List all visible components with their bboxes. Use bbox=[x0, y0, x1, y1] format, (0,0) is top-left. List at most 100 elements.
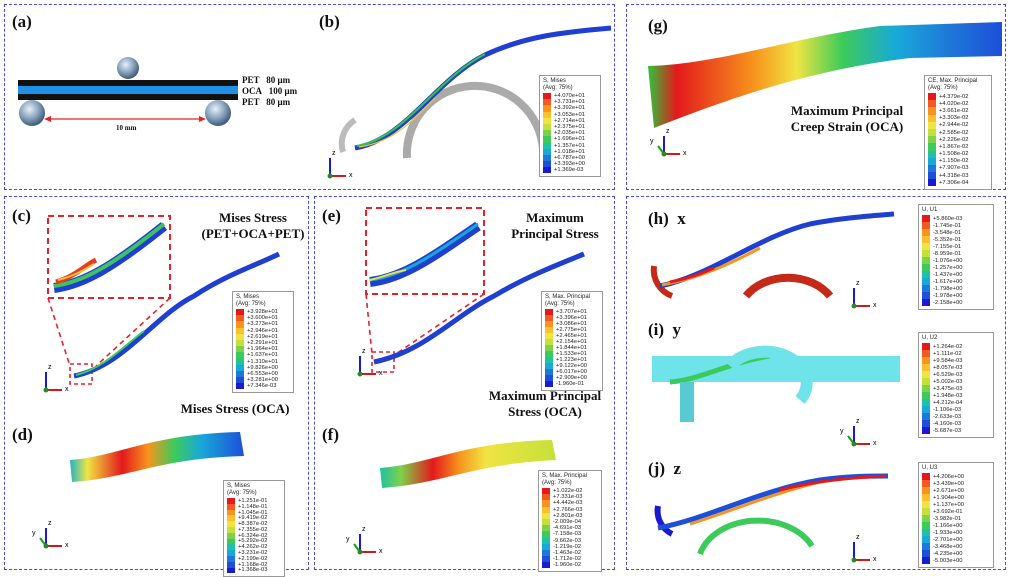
panel-f-title-line2: Stress (OCA) bbox=[508, 404, 582, 419]
legend-row: +1.223e+01 bbox=[542, 357, 602, 363]
legend-row: +3.661e-02 bbox=[925, 107, 991, 115]
legend-row: -7.155e-01 bbox=[919, 243, 993, 250]
axis-label-z: z bbox=[48, 520, 52, 527]
displacement-u2 bbox=[652, 345, 900, 422]
panel-c-title: Mises Stress (PET+OCA+PET) bbox=[200, 210, 306, 242]
legend-value: +9.419e-02 bbox=[238, 515, 268, 522]
legend-swatch bbox=[922, 385, 930, 392]
legend-variable: S, Max. Principal bbox=[545, 294, 591, 300]
legend-swatch bbox=[236, 333, 244, 340]
legend-value: -1.712e-02 bbox=[553, 556, 582, 563]
legend-value: -8.959e-01 bbox=[933, 250, 962, 257]
legend-row: +3.692e-01 bbox=[919, 508, 993, 515]
legend-row: +3.273e+01 bbox=[233, 321, 293, 328]
panel-g-frame bbox=[626, 4, 1006, 190]
legend-row: +1.111e-02 bbox=[919, 350, 993, 357]
legend-value: +4.206e+00 bbox=[933, 473, 964, 480]
legend-row: +4.206e+00 bbox=[919, 473, 993, 480]
legend-value: +1.150e-02 bbox=[939, 158, 969, 165]
legend-row: +1.022e-02 bbox=[539, 488, 601, 495]
legend-row: +6.529e-03 bbox=[919, 371, 993, 378]
legend-value: +2.226e-02 bbox=[939, 136, 969, 143]
legend-row: +1.508e-02 bbox=[925, 150, 991, 158]
legend-swatch bbox=[922, 222, 930, 229]
legend-value: +3.392e+01 bbox=[554, 105, 585, 112]
legend-row: -1.712e-02 bbox=[539, 556, 601, 563]
legend-value: -1.106e-03 bbox=[933, 406, 962, 413]
legend-value: +1.508e-02 bbox=[939, 151, 969, 158]
legend-swatch bbox=[227, 555, 235, 562]
legend-swatch bbox=[922, 215, 930, 222]
legend-row: -1.978e+00 bbox=[919, 292, 993, 299]
legend-swatch bbox=[928, 100, 936, 108]
axis-label-z: z bbox=[362, 348, 366, 355]
legend-row: +1.264e-02 bbox=[919, 343, 993, 350]
legend-row: +1.251e-01 bbox=[224, 498, 284, 504]
legend-value: +3.086e+01 bbox=[556, 321, 587, 327]
legend-row: +1.533e+01 bbox=[542, 351, 602, 357]
axis-label-y: y bbox=[650, 138, 654, 145]
legend-variable: U, U3 bbox=[922, 465, 938, 471]
legend-value: +5.860e-03 bbox=[933, 215, 963, 222]
legend-swatch bbox=[236, 339, 244, 347]
legend-swatch bbox=[922, 399, 930, 406]
legend-row: -1.463e-02 bbox=[539, 549, 601, 557]
legend-row: -5.003e+00 bbox=[919, 557, 993, 564]
legend-swatch bbox=[543, 99, 551, 106]
panel-c-title-line1: Mises Stress bbox=[218, 210, 287, 225]
panel-ab-frame bbox=[4, 4, 615, 190]
legend-row: +2.375e+01 bbox=[540, 123, 600, 131]
legend-value: +1.368e-03 bbox=[238, 567, 268, 574]
legend-row: -7.158e-03 bbox=[539, 531, 601, 538]
panel-h-label-text: (h) bbox=[648, 209, 669, 228]
legend-swatch bbox=[922, 508, 930, 515]
legend-row: -1.219e-02 bbox=[539, 543, 601, 550]
legend-swatch bbox=[543, 142, 551, 149]
legend-swatch bbox=[236, 346, 244, 353]
legend-value: -2.701e+00 bbox=[933, 536, 963, 543]
legend-value: +1.310e+01 bbox=[247, 358, 278, 365]
legend-value: +2.035e+01 bbox=[554, 130, 585, 137]
panel-f-label: (f) bbox=[322, 425, 339, 444]
legend-row: -1.933e+00 bbox=[919, 529, 993, 536]
legend-swatch bbox=[922, 406, 930, 413]
legend-value: -3.468e+00 bbox=[933, 543, 963, 550]
legend-variable: U, U1 bbox=[922, 207, 938, 213]
legend-value: -5.687e-03 bbox=[933, 427, 962, 434]
legend-row: +8.387e-02 bbox=[224, 521, 284, 527]
axis-label-z: z bbox=[48, 364, 52, 371]
axis-label-y: y bbox=[840, 428, 844, 435]
legend-row: +3.600e+01 bbox=[233, 315, 293, 322]
legend-row: +1.357e+01 bbox=[540, 142, 600, 149]
legend-value: +2.801e-03 bbox=[553, 512, 583, 519]
legend-value: +1.022e-02 bbox=[553, 488, 583, 495]
legend-row: +4.212e-04 bbox=[919, 399, 993, 406]
legend-swatch bbox=[545, 369, 553, 375]
panel-i-label: (i) y bbox=[648, 320, 681, 340]
legend-row: -1.076e+00 bbox=[919, 257, 993, 264]
legend-value: +6.529e-03 bbox=[933, 371, 963, 378]
legend-swatch bbox=[922, 427, 930, 434]
legend-value: -5.352e-01 bbox=[933, 236, 962, 243]
legend-variable: S, Max. Principal bbox=[542, 473, 588, 479]
legend-row: +2.585e-02 bbox=[925, 128, 991, 137]
legend-i: U, U2+1.264e-02+1.111e-02+9.584e-03+8.05… bbox=[918, 332, 994, 438]
legend-value: +6.017e+00 bbox=[556, 369, 587, 375]
axis-label-x: x bbox=[873, 440, 877, 447]
bend-simulation-e bbox=[365, 207, 585, 373]
legend-value: +3.661e-02 bbox=[939, 107, 969, 114]
legend-row: -4.691e-03 bbox=[539, 525, 601, 532]
axis-label-x: x bbox=[873, 302, 877, 309]
bend-simulation-b bbox=[338, 25, 612, 159]
legend-value: +9.122e+00 bbox=[556, 363, 587, 369]
legend-swatch bbox=[922, 543, 930, 550]
legend-value: +1.904e+00 bbox=[933, 494, 964, 501]
legend-row: +2.946e+01 bbox=[233, 327, 293, 334]
legend-value: +1.844e+01 bbox=[556, 345, 587, 351]
legend-value: +4.318e-03 bbox=[939, 172, 969, 179]
legend-value: +2.375e+01 bbox=[554, 124, 585, 131]
panel-ef-frame bbox=[314, 196, 615, 570]
legend-row: -1.960e-01 bbox=[542, 381, 602, 387]
legend-row: -3.468e+00 bbox=[919, 543, 993, 550]
